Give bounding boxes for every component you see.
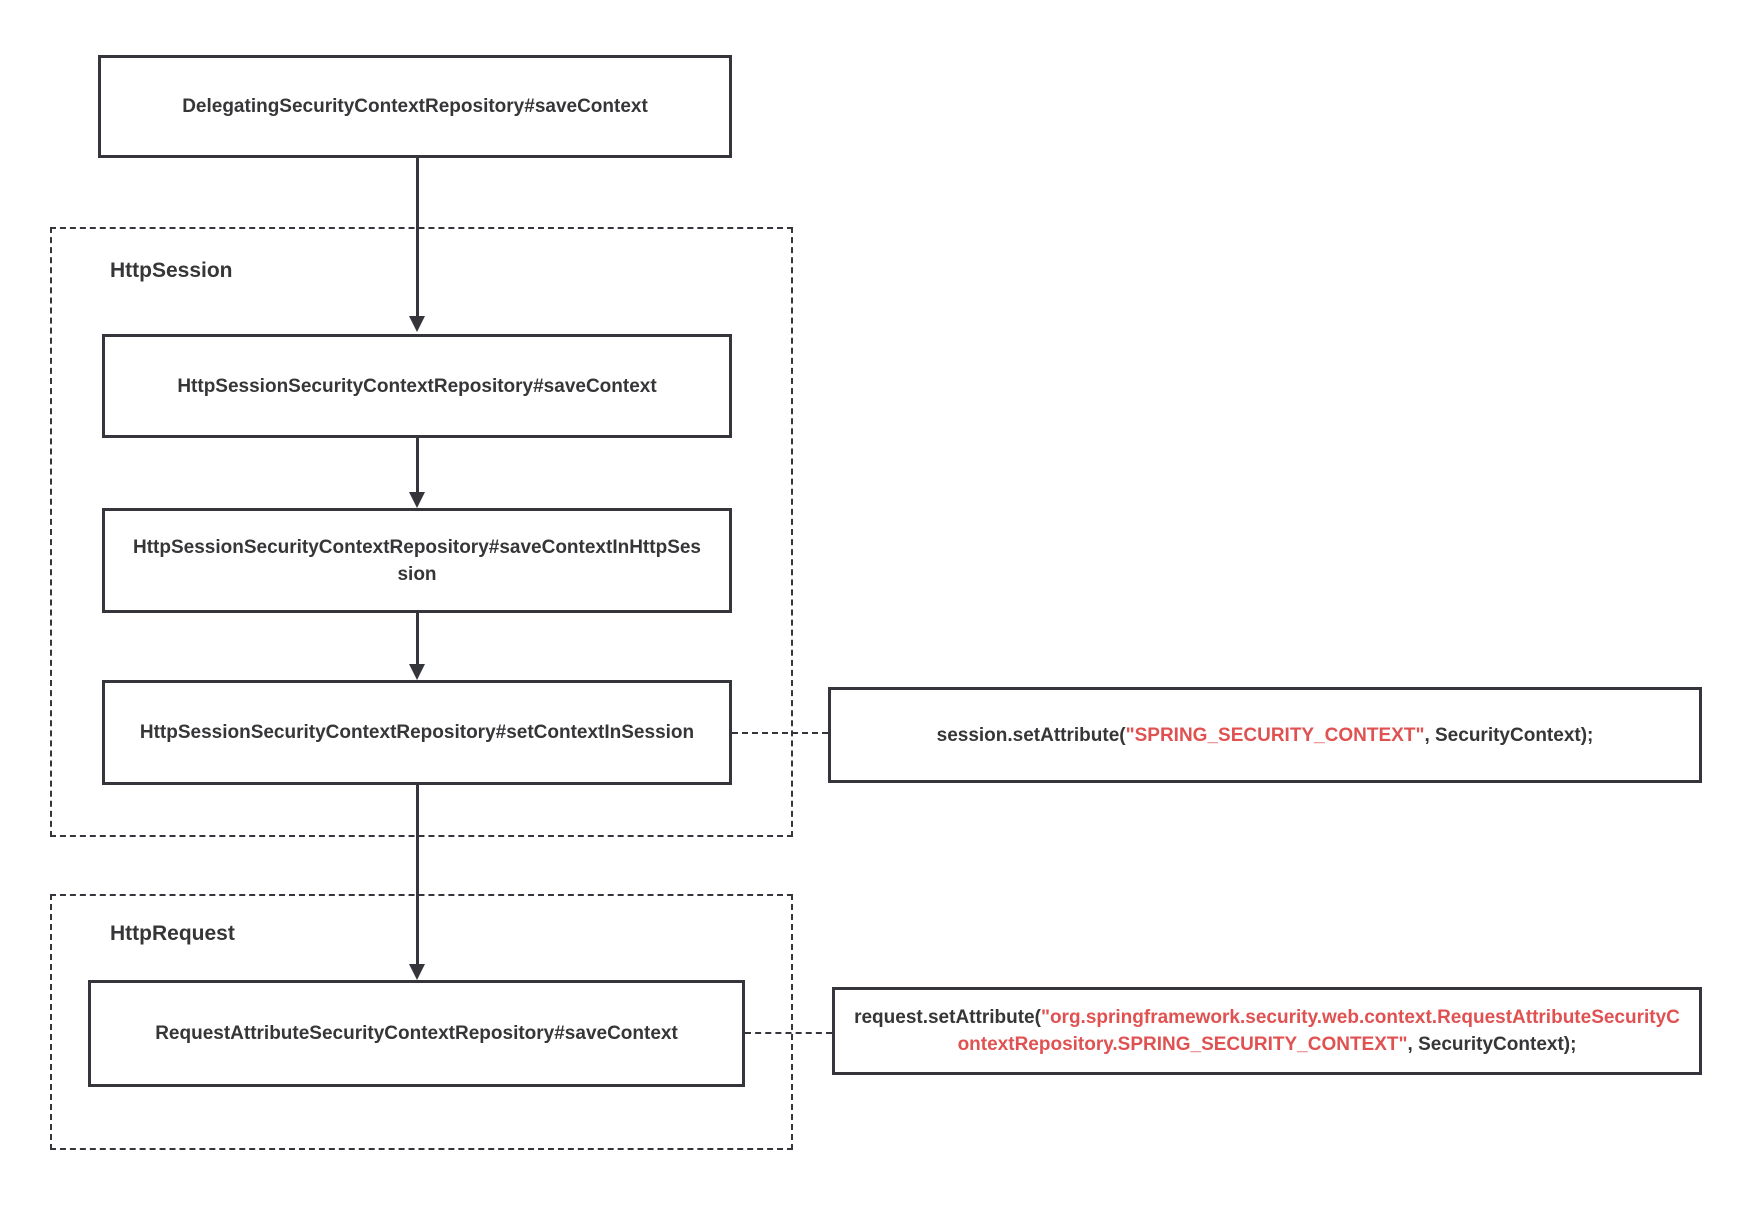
code-suffix: , SecurityContext);: [1424, 724, 1594, 746]
arrow-head-icon: [409, 316, 425, 332]
node-http-session-save-context-in-http-session: HttpSessionSecurityContextRepository#sav…: [102, 508, 732, 613]
node-label: HttpSessionSecurityContextRepository#set…: [139, 722, 695, 743]
node-http-session-set-context-in-session: HttpSessionSecurityContextRepository#set…: [102, 680, 732, 785]
code-prefix: request.setAttribute(: [854, 1007, 1041, 1028]
code-highlight-spring-security-context: "SPRING_SECURITY_CONTEXT": [1125, 724, 1425, 746]
node-label: RequestAttributeSecurityContextRepositor…: [155, 1023, 678, 1044]
group-http-session-label: HttpSession: [110, 259, 233, 282]
arrow-line-2: [416, 438, 419, 494]
node-label: DelegatingSecurityContextRepository#save…: [182, 96, 648, 117]
code-suffix: , SecurityContext);: [1407, 1034, 1577, 1055]
code-prefix: session.setAttribute(: [936, 724, 1126, 746]
node-delegating-security-context-repository-save-context: DelegatingSecurityContextRepository#save…: [98, 55, 732, 158]
node-http-session-save-context: HttpSessionSecurityContextRepository#sav…: [102, 334, 732, 438]
node-label: HttpSessionSecurityContextRepository#sav…: [177, 375, 657, 397]
code-highlight-request-attribute-key: "org.springframework.security.web.contex…: [957, 1007, 1680, 1055]
connector-request-save-context-to-code: [745, 1032, 832, 1034]
node-label: HttpSessionSecurityContextRepository#sav…: [132, 536, 701, 585]
arrow-head-icon: [409, 492, 425, 508]
group-http-session: HttpSession: [50, 227, 793, 837]
group-http-request-label: HttpRequest: [110, 922, 235, 945]
connector-set-context-in-session-to-code: [732, 732, 828, 734]
code-text: request.setAttribute("org.springframewor…: [849, 1004, 1685, 1058]
arrow-line-3: [416, 613, 419, 666]
arrow-head-icon: [409, 964, 425, 980]
node-request-attribute-save-context: RequestAttributeSecurityContextRepositor…: [88, 980, 745, 1087]
code-text: session.setAttribute("SPRING_SECURITY_CO…: [937, 722, 1594, 749]
group-http-request: HttpRequest: [50, 894, 793, 1150]
code-request-set-attribute: request.setAttribute("org.springframewor…: [832, 987, 1702, 1075]
code-session-set-attribute: session.setAttribute("SPRING_SECURITY_CO…: [828, 687, 1702, 783]
arrow-head-icon: [409, 664, 425, 680]
arrow-line-1: [416, 158, 419, 316]
arrow-line-4: [416, 785, 419, 966]
